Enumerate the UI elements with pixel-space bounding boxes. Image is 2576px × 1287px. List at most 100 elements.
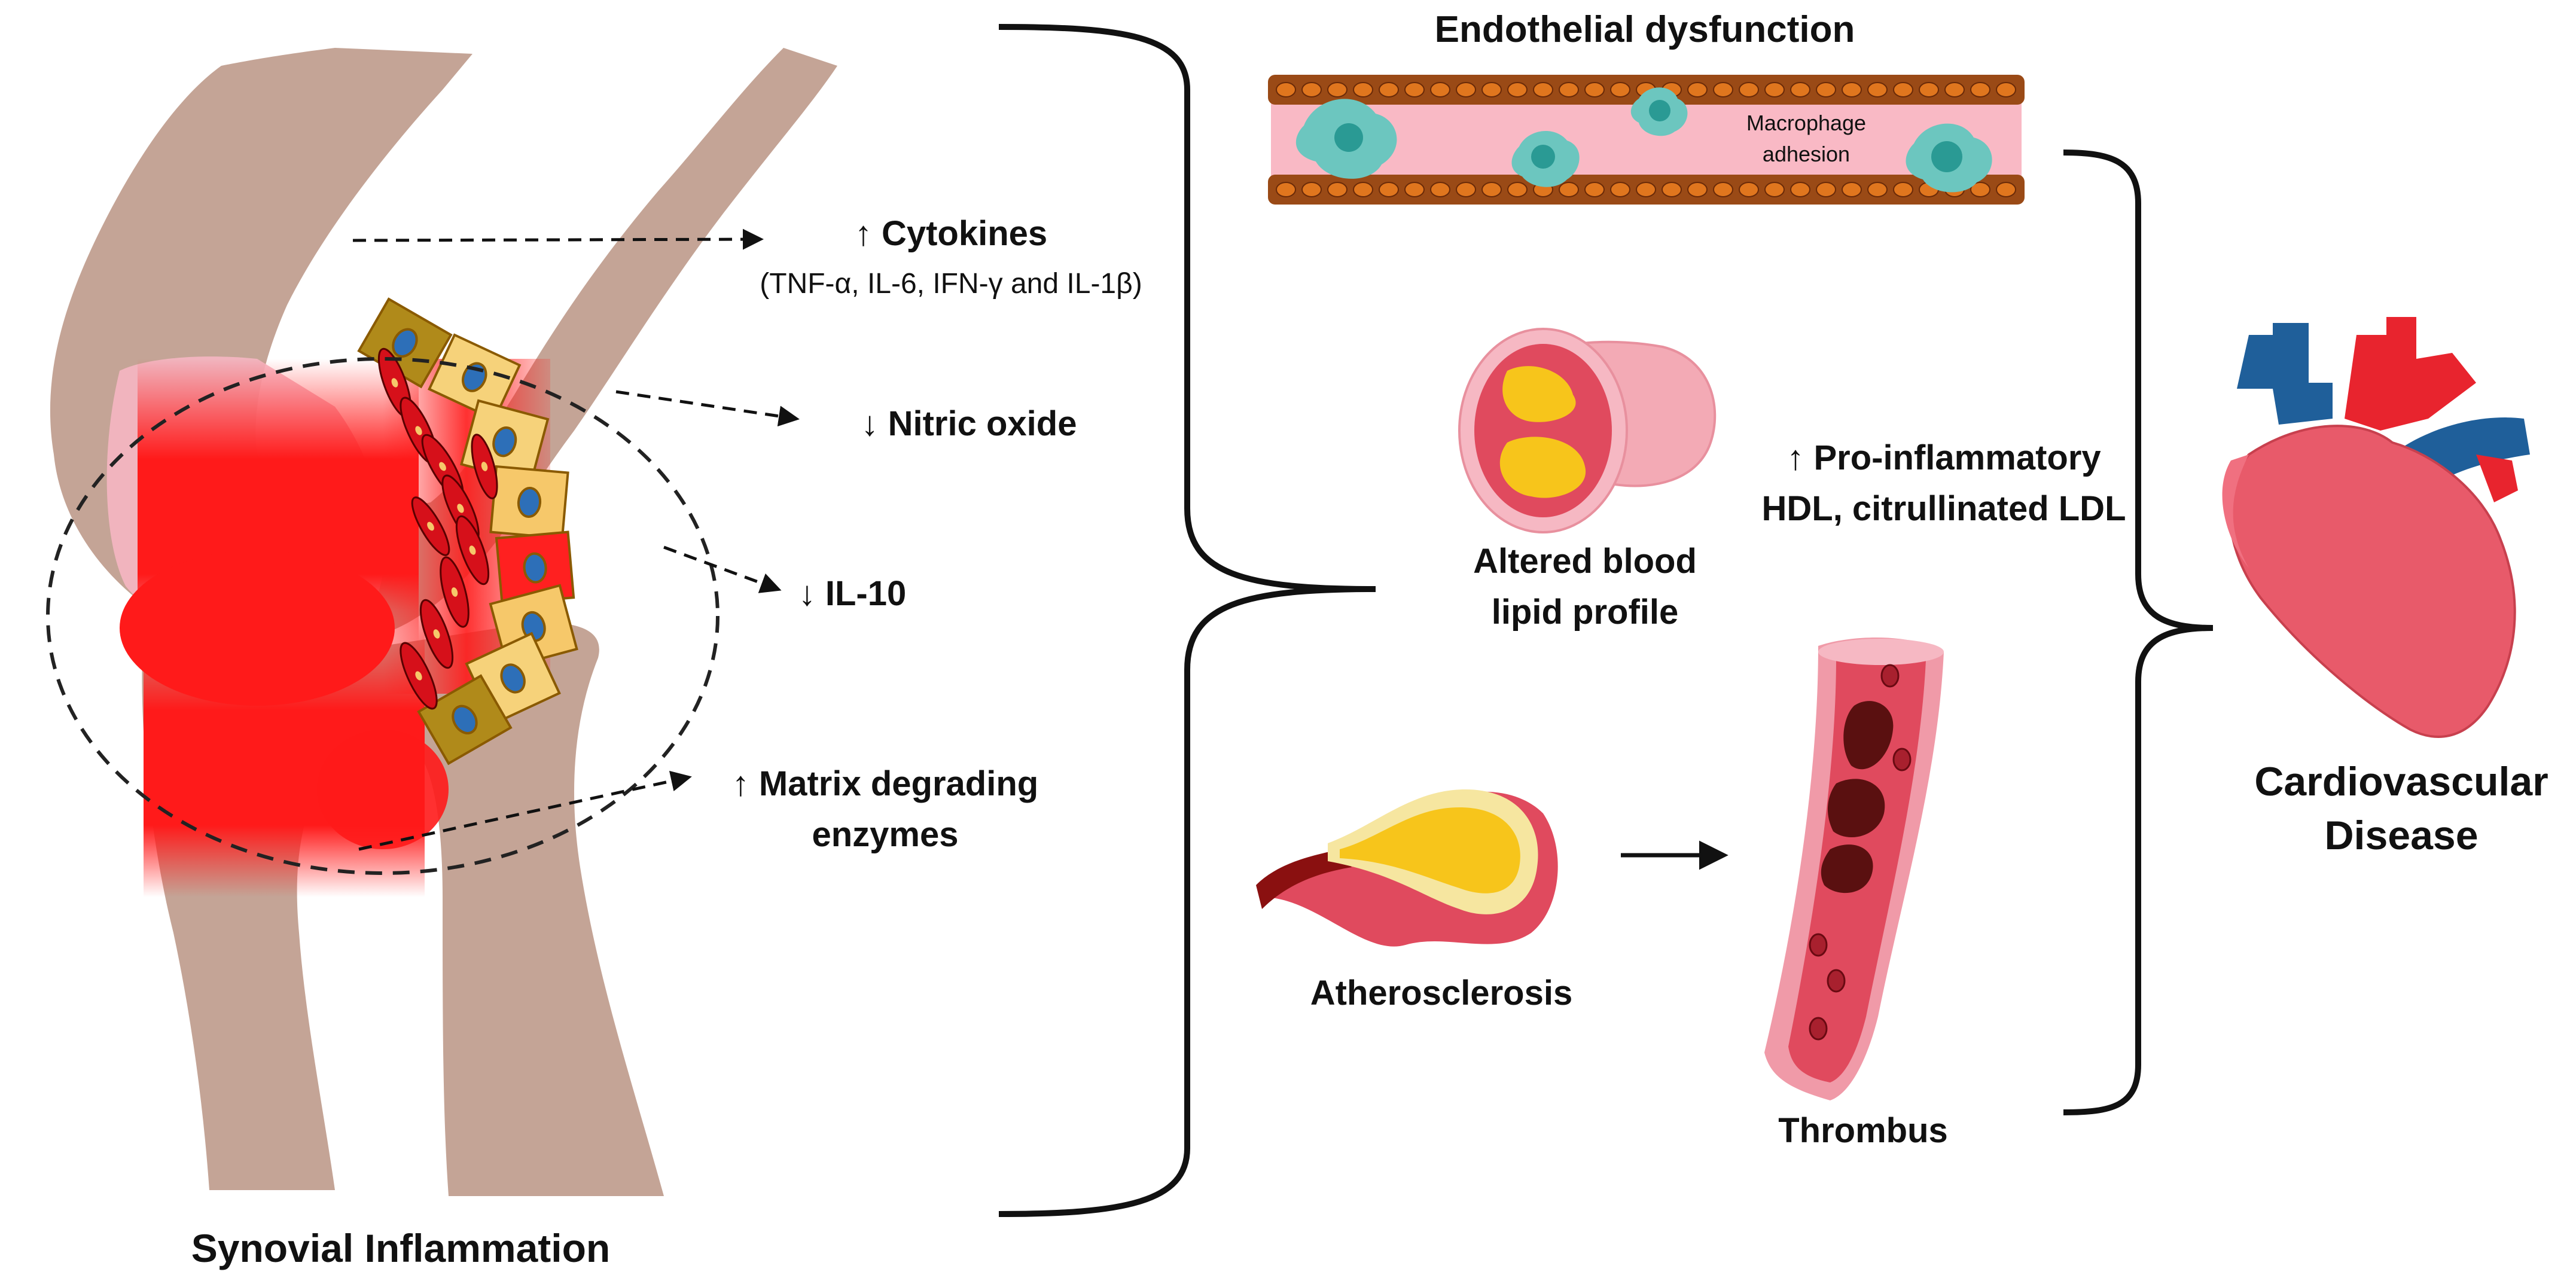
arrow-to-nitric-oxide	[615, 390, 800, 427]
label-macrophage-line1: Macrophage	[1746, 111, 1866, 135]
inflammation-patella	[317, 730, 449, 849]
athero-vessel-outer	[1256, 849, 1352, 909]
label-cvd-line2: Disease	[2324, 813, 2478, 858]
fibroblast-cells	[377, 347, 498, 710]
label-synovial-inflammation: Synovial Inflammation	[191, 1226, 610, 1270]
left-curly-brace	[998, 24, 1376, 1217]
endothelial-cell	[1276, 182, 1296, 197]
label-cvd-line1: Cardiovascular	[2254, 759, 2548, 804]
endothelial-cell	[1404, 82, 1425, 97]
label-proinflammatory-line2: HDL, citrullinated LDL	[1762, 489, 2126, 528]
label-lipid-line2: lipid profile	[1492, 593, 1679, 632]
inflammation-core	[120, 550, 395, 706]
thrombus-vessel-top-opening	[1818, 639, 1944, 665]
athero-plaque-core	[1340, 807, 1520, 893]
endothelial-cell	[1559, 182, 1579, 197]
endothelial-cell	[1353, 82, 1373, 97]
endothelial-cell	[1764, 82, 1785, 97]
endothelial-cell	[1996, 182, 2016, 197]
endothelial-cell	[1456, 82, 1476, 97]
knee-effect-arrows	[352, 228, 800, 851]
label-matrix-line2: enzymes	[812, 815, 958, 854]
endothelial-cell	[1301, 182, 1322, 197]
label-proinflammatory-line1: ↑ Pro-inflammatory	[1787, 438, 2101, 477]
heart-right-atrium	[2222, 455, 2249, 568]
endothelial-cell	[1919, 82, 1939, 97]
endothelial-cell	[1610, 182, 1630, 197]
endothelial-cell	[1867, 82, 1888, 97]
knee-illustration	[46, 48, 838, 1196]
arrow-to-matrix	[358, 770, 692, 851]
endothelial-cell	[1559, 82, 1579, 97]
endothelial-cell	[1584, 82, 1605, 97]
endothelial-cell	[1636, 182, 1656, 197]
endothelial-cell	[1662, 182, 1682, 197]
macrophage-cell	[1511, 130, 1580, 187]
endothelial-cell	[1353, 182, 1373, 197]
endothelial-cell	[1893, 82, 1913, 97]
thrombus-vessel-illustration	[1764, 638, 1944, 1100]
label-nitric-oxide: ↓ Nitric oxide	[861, 404, 1077, 443]
endothelial-cell	[1610, 82, 1630, 97]
arrow-to-il10	[663, 545, 782, 593]
arrow-to-cytokines	[352, 228, 764, 250]
endothelial-cell	[1481, 182, 1502, 197]
endothelial-cell	[1327, 82, 1348, 97]
endothelial-cell	[1739, 182, 1759, 197]
endothelial-cell	[1327, 182, 1348, 197]
lipid-deposit	[1502, 366, 1576, 422]
label-atherosclerosis: Atherosclerosis	[1310, 974, 1572, 1012]
endothelial-cell	[1842, 182, 1862, 197]
endothelial-cell	[1507, 182, 1528, 197]
endothelial-cell	[1481, 82, 1502, 97]
label-cytokines-detail: (TNF-α, IL-6, IFN-γ and IL-1β)	[760, 268, 1142, 300]
label-endothelial-dysfunction: Endothelial dysfunction	[1435, 9, 1855, 50]
heart-aorta-blue	[2237, 323, 2333, 425]
endothelial-cell	[1379, 182, 1399, 197]
heart-illustration	[2222, 317, 2530, 738]
endothelial-cell	[1456, 182, 1476, 197]
endothelial-cell	[1533, 82, 1553, 97]
macrophage-cell	[1906, 123, 1992, 193]
macrophage-cell	[1295, 99, 1397, 179]
endothelial-cell	[1996, 82, 2016, 97]
vessel-endothelial-cells-top	[1276, 82, 2016, 97]
endothelial-cell	[1276, 82, 1296, 97]
label-matrix-line1: ↑ Matrix degrading	[732, 764, 1038, 803]
endothelial-cell	[1584, 182, 1605, 197]
endothelial-cell	[1790, 82, 1810, 97]
atherosclerosis-illustration	[1256, 789, 1558, 947]
heart-red-branch	[2476, 455, 2518, 502]
endothelial-cell	[1842, 82, 1862, 97]
endothelial-cell	[1764, 182, 1785, 197]
endothelial-cell	[1739, 82, 1759, 97]
label-thrombus: Thrombus	[1778, 1111, 1948, 1150]
endothelial-cell	[1944, 82, 1965, 97]
endothelial-cell	[1507, 82, 1528, 97]
endothelial-cell	[1430, 182, 1450, 197]
endothelial-cell	[1970, 182, 1990, 197]
endothelial-cell	[1713, 182, 1733, 197]
right-curly-brace	[2063, 150, 2214, 1115]
vessel-endothelial-cells-bottom	[1276, 182, 2016, 197]
endothelial-cell	[1816, 82, 1836, 97]
synovial-lining	[357, 297, 578, 766]
inflammation-dashed-circle	[46, 357, 720, 875]
endothelial-cell	[1687, 82, 1708, 97]
lipid-vessel-illustration	[1458, 328, 1717, 533]
label-cytokines: ↑ Cytokines	[855, 214, 1047, 253]
endothelial-cell	[1790, 182, 1810, 197]
endothelial-cell	[1816, 182, 1836, 197]
endothelial-cell	[1867, 182, 1888, 197]
label-lipid-line1: Altered blood	[1473, 542, 1697, 581]
endothelial-cell	[1404, 182, 1425, 197]
heart-artery-red	[2345, 317, 2476, 431]
red-blood-cells	[1809, 664, 1912, 1041]
label-macrophage-line2: adhesion	[1763, 142, 1850, 166]
endothelial-cell	[1970, 82, 1990, 97]
label-il10: ↓ IL-10	[798, 574, 907, 613]
lipid-deposit	[1499, 437, 1586, 498]
heart-body	[2229, 425, 2516, 738]
endothelial-cell	[1301, 82, 1322, 97]
